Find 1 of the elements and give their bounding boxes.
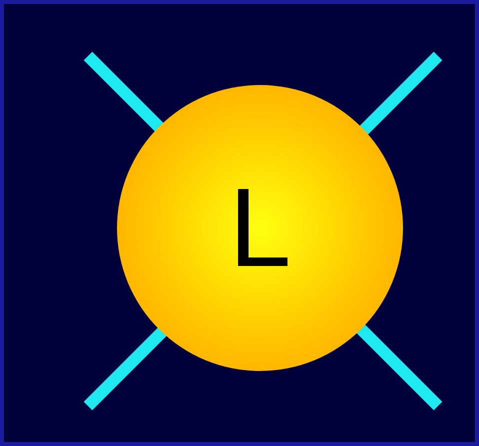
node-label: L — [228, 172, 292, 284]
